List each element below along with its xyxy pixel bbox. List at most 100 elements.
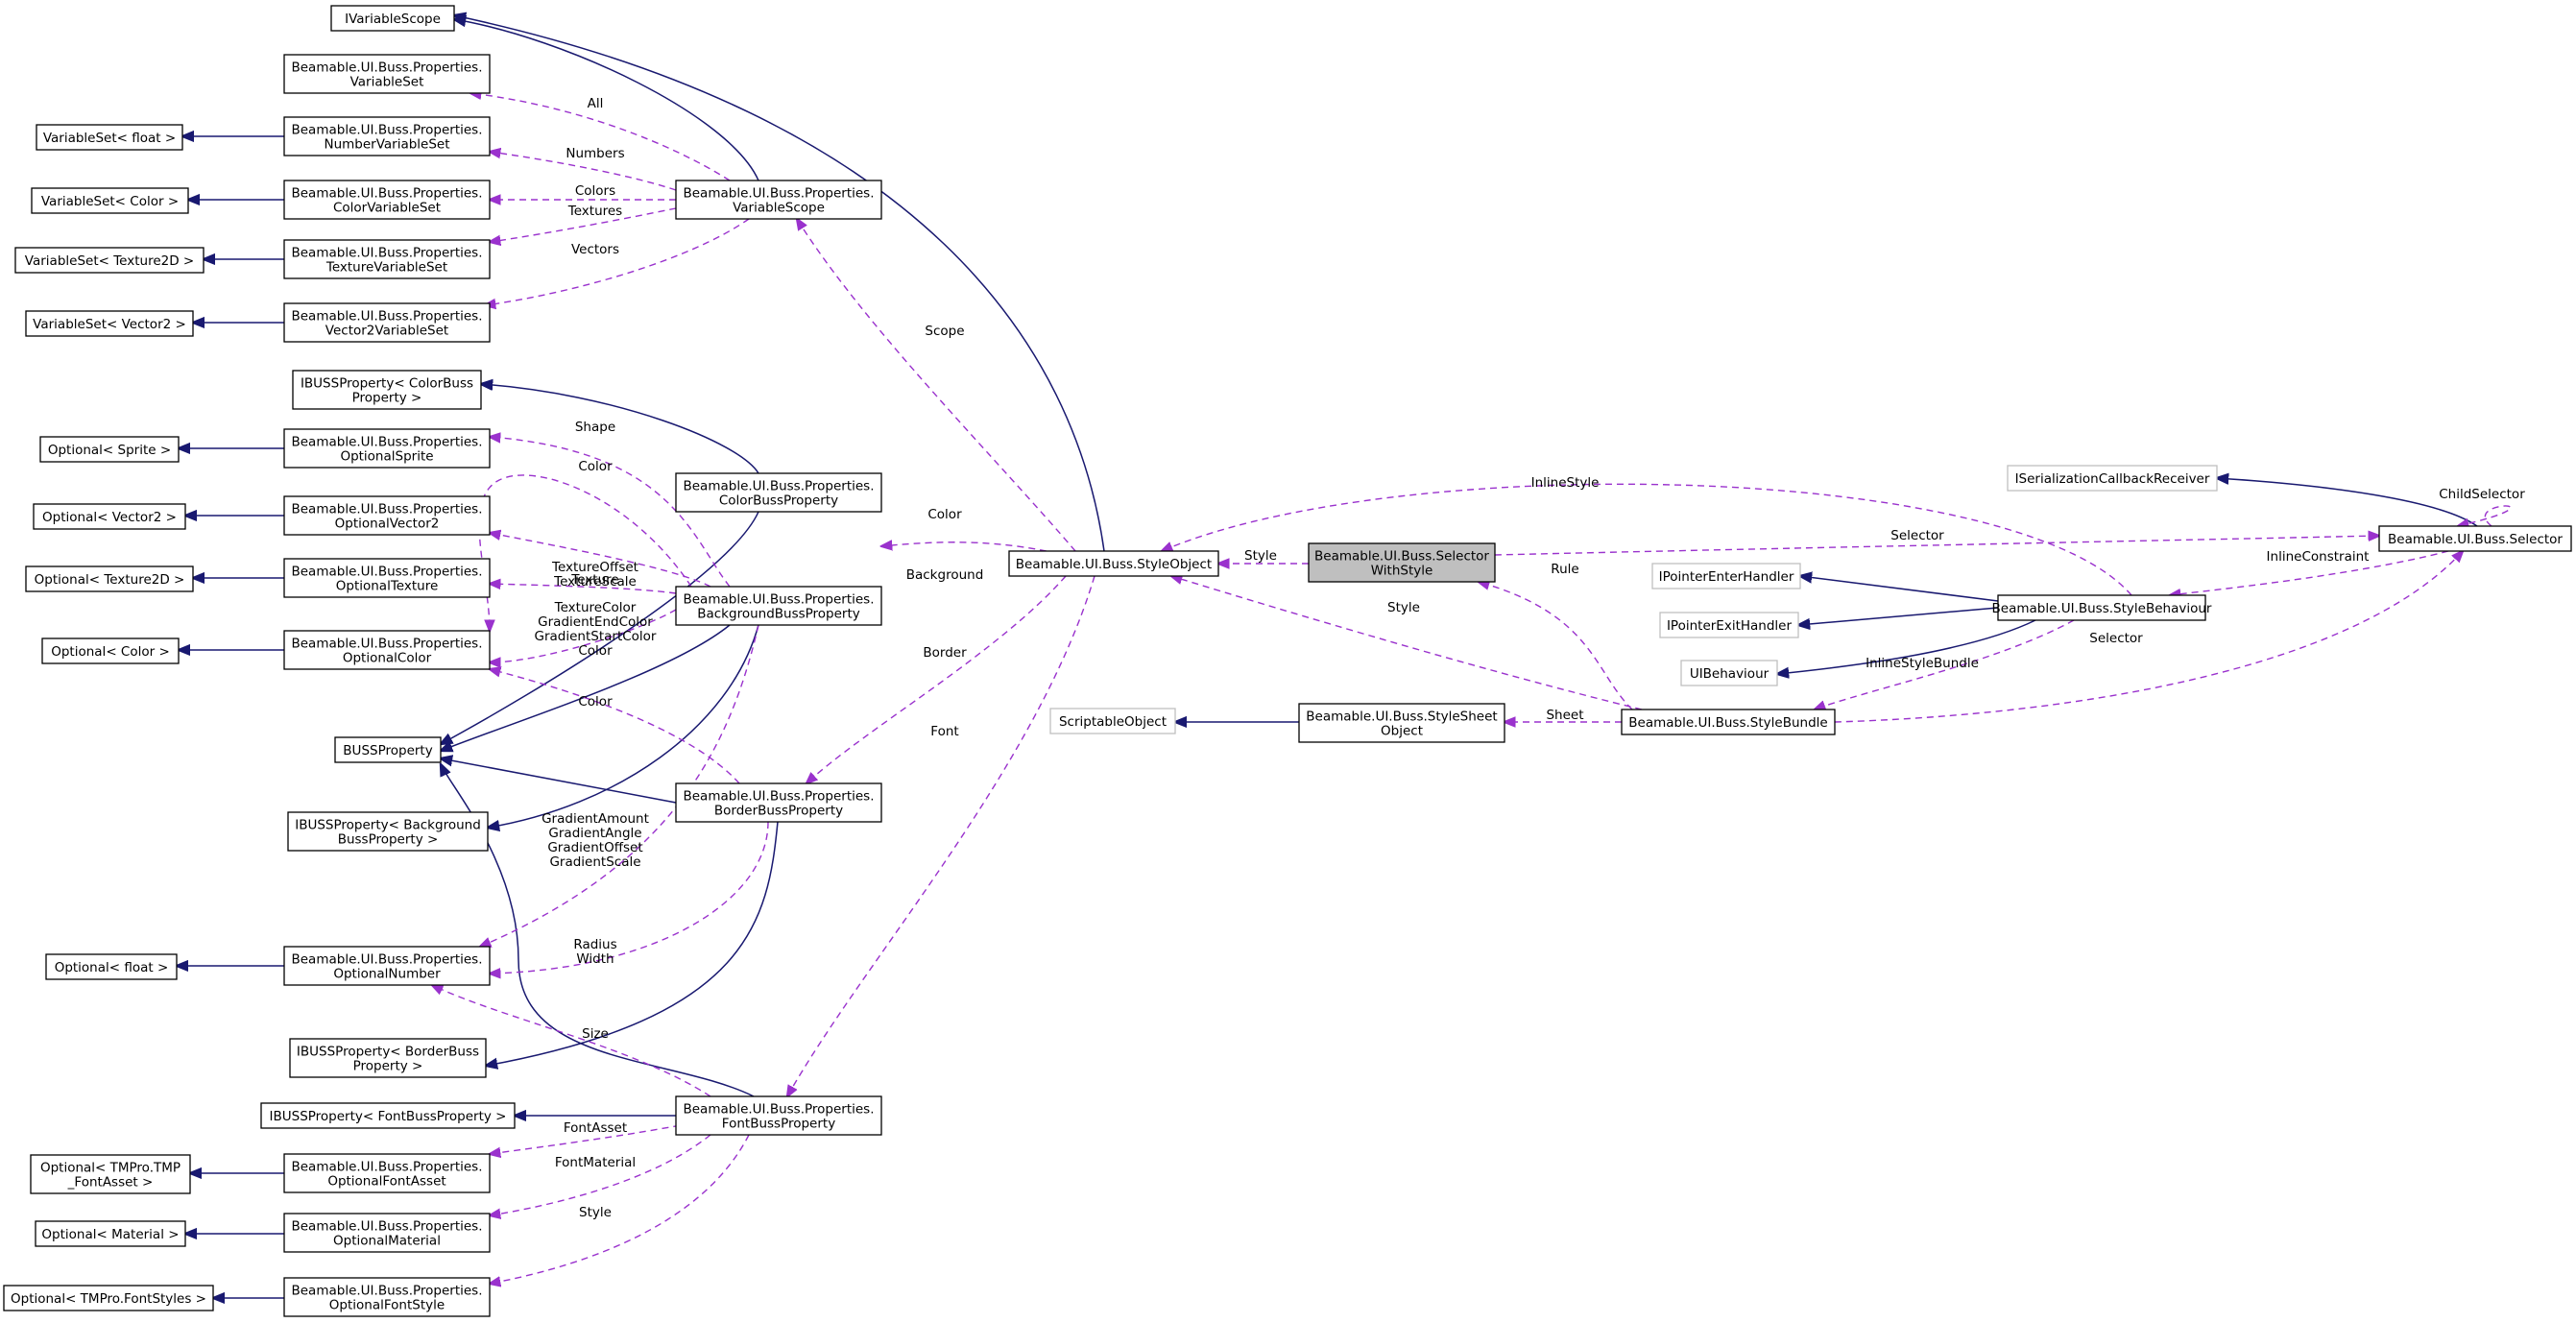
node-label: ISerializationCallbackReceiver [2015, 471, 2210, 487]
node-box [35, 1220, 186, 1247]
node-label: OptionalTexture [336, 579, 439, 594]
node-box [283, 1277, 491, 1317]
edge-label-text: Texture [570, 572, 618, 588]
inheritance-edge [441, 511, 759, 744]
node-label: Beamable.UI.Buss.Properties. [683, 479, 874, 494]
node-numbervariableset[interactable]: Beamable.UI.Buss.Properties.NumberVariab… [283, 116, 491, 156]
inheritance-edge [488, 624, 759, 828]
node-colorvariableset[interactable]: Beamable.UI.Buss.Properties.ColorVariabl… [283, 180, 491, 220]
node-fontbussproperty[interactable]: Beamable.UI.Buss.Properties.FontBussProp… [675, 1095, 882, 1136]
node-variablescope[interactable]: Beamable.UI.Buss.Properties.VariableScop… [675, 180, 882, 220]
usage-edge [470, 93, 731, 181]
node-colorbussproperty[interactable]: Beamable.UI.Buss.Properties.ColorBussPro… [675, 472, 882, 513]
node-opt-fontstyles[interactable]: Optional< TMPro.FontStyles > [3, 1285, 214, 1311]
node-backgroundbussproperty[interactable]: Beamable.UI.Buss.Properties.BackgroundBu… [675, 586, 882, 626]
node-ipointerenterhandler[interactable]: IPointerEnterHandler [1651, 563, 1801, 589]
usage-edge [485, 218, 750, 305]
node-selector[interactable]: Beamable.UI.Buss.Selector [2378, 525, 2572, 552]
node-label: OptionalNumber [333, 967, 441, 982]
edge-label-text: GradientStartColor [535, 629, 657, 644]
node-opt-color[interactable]: Optional< Color > [41, 637, 180, 664]
edge-label-text: Border [923, 645, 967, 661]
node-vs-float[interactable]: VariableSet< float > [36, 124, 183, 151]
node-bussproperty[interactable]: BUSSProperty [334, 736, 442, 763]
node-opt-tmpfont[interactable]: Optional< TMPro.TMP_FontAsset > [30, 1154, 191, 1194]
node-label: Beamable.UI.Buss.Properties. [291, 637, 482, 652]
edge-label-text: Shape [575, 420, 615, 435]
node-box [675, 1095, 882, 1136]
node-optionalvector2[interactable]: Beamable.UI.Buss.Properties.OptionalVect… [283, 495, 491, 536]
node-ibuss-fontbuss[interactable]: IBUSSProperty< FontBussProperty > [260, 1102, 516, 1129]
node-box [283, 495, 491, 536]
edge-label-text: Color [578, 459, 613, 474]
node-ibuss-colorbuss[interactable]: IBUSSProperty< ColorBussProperty > [292, 370, 482, 410]
node-vs-texture2d[interactable]: VariableSet< Texture2D > [14, 247, 205, 274]
node-ibuss-borderbuss[interactable]: IBUSSProperty< BorderBussProperty > [289, 1038, 487, 1078]
edge-label-childselector: ChildSelector [2439, 487, 2525, 502]
node-opt-vector2[interactable]: Optional< Vector2 > [33, 503, 186, 530]
inheritance-edge [441, 624, 731, 751]
node-optionalsprite[interactable]: Beamable.UI.Buss.Properties.OptionalSpri… [283, 428, 491, 469]
node-label: OptionalFontStyle [329, 1298, 445, 1313]
node-opt-texture2d[interactable]: Optional< Texture2D > [25, 565, 194, 592]
node-styleobject[interactable]: Beamable.UI.Buss.StyleObject [1008, 550, 1219, 577]
node-label: NumberVariableSet [324, 137, 449, 153]
node-box [283, 1153, 491, 1193]
node-opt-material[interactable]: Optional< Material > [35, 1220, 186, 1247]
node-scriptableobject[interactable]: ScriptableObject [1049, 708, 1176, 734]
node-opt-float[interactable]: Optional< float > [45, 953, 178, 980]
edge-label-border: Border [923, 645, 967, 661]
usage-edge [490, 821, 769, 974]
usage-edge [1162, 483, 2132, 596]
node-iserializationcallbackreceiver[interactable]: ISerializationCallbackReceiver [2007, 465, 2218, 492]
node-label: UIBehaviour [1690, 666, 1769, 682]
node-variableset[interactable]: Beamable.UI.Buss.Properties.VariableSet [283, 54, 491, 94]
node-box [283, 428, 491, 469]
edge-label-text: GradientOffset [547, 840, 642, 855]
node-optionalmaterial[interactable]: Beamable.UI.Buss.Properties.OptionalMate… [283, 1213, 491, 1253]
edge-label-text: InlineConstraint [2267, 549, 2370, 565]
node-label: Optional< Material > [41, 1227, 179, 1242]
node-label: IPointerEnterHandler [1659, 569, 1794, 585]
node-label: Optional< Sprite > [48, 443, 171, 458]
node-ipointerexithandler[interactable]: IPointerExitHandler [1659, 612, 1799, 638]
node-box [31, 187, 189, 214]
node-vs-vector2[interactable]: VariableSet< Vector2 > [25, 310, 194, 337]
edge-label-layer: AllNumbersColorsTexturesVectorsScopeShap… [535, 96, 2526, 1220]
node-vector2variableset[interactable]: Beamable.UI.Buss.Properties.Vector2Varia… [283, 302, 491, 343]
edge-label-text: GradientAmount [542, 811, 649, 827]
node-box [36, 124, 183, 151]
node-optionalfontasset[interactable]: Beamable.UI.Buss.Properties.OptionalFont… [283, 1153, 491, 1193]
node-label: Optional< Color > [51, 644, 170, 660]
edge-label-text: All [588, 96, 604, 111]
inheritance-edge [441, 764, 755, 1097]
node-uibehaviour[interactable]: UIBehaviour [1680, 660, 1778, 686]
node-optionalnumber[interactable]: Beamable.UI.Buss.Properties.OptionalNumb… [283, 946, 491, 986]
node-label: Optional< Texture2D > [35, 572, 185, 588]
node-ibuss-background[interactable]: IBUSSProperty< BackgroundBussProperty > [287, 811, 489, 852]
node-label: ColorBussProperty [719, 493, 838, 509]
node-label: Beamable.UI.Buss.Properties. [291, 1219, 482, 1235]
node-box [283, 1213, 491, 1253]
node-borderbussproperty[interactable]: Beamable.UI.Buss.Properties.BorderBussPr… [675, 782, 882, 823]
node-ivariablescope[interactable]: IVariableScope [330, 5, 455, 32]
node-label: Beamable.UI.Buss.Properties. [291, 1160, 482, 1175]
node-optionaltexture[interactable]: Beamable.UI.Buss.Properties.OptionalText… [283, 558, 491, 598]
edge-label-color-opt: Color [578, 459, 613, 474]
node-optionalcolor[interactable]: Beamable.UI.Buss.Properties.OptionalColo… [283, 630, 491, 670]
node-opt-sprite[interactable]: Optional< Sprite > [39, 436, 180, 463]
node-vs-color[interactable]: VariableSet< Color > [31, 187, 189, 214]
node-texturevariableset[interactable]: Beamable.UI.Buss.Properties.TextureVaria… [283, 239, 491, 279]
node-box [41, 637, 180, 664]
node-stylebehaviour[interactable]: Beamable.UI.Buss.StyleBehaviour [1992, 594, 2212, 621]
edge-label-text: Width [576, 951, 614, 967]
edge-label-text: Background [906, 567, 984, 583]
node-stylebundle[interactable]: Beamable.UI.Buss.StyleBundle [1621, 709, 1836, 735]
edge-label-inlinestylebundle: InlineStyleBundle [1866, 656, 1979, 671]
node-optionalfontstyle[interactable]: Beamable.UI.Buss.Properties.OptionalFont… [283, 1277, 491, 1317]
node-label: IPointerExitHandler [1667, 618, 1793, 634]
usage-edge [490, 207, 677, 242]
node-label: IBUSSProperty< Background [295, 818, 481, 833]
